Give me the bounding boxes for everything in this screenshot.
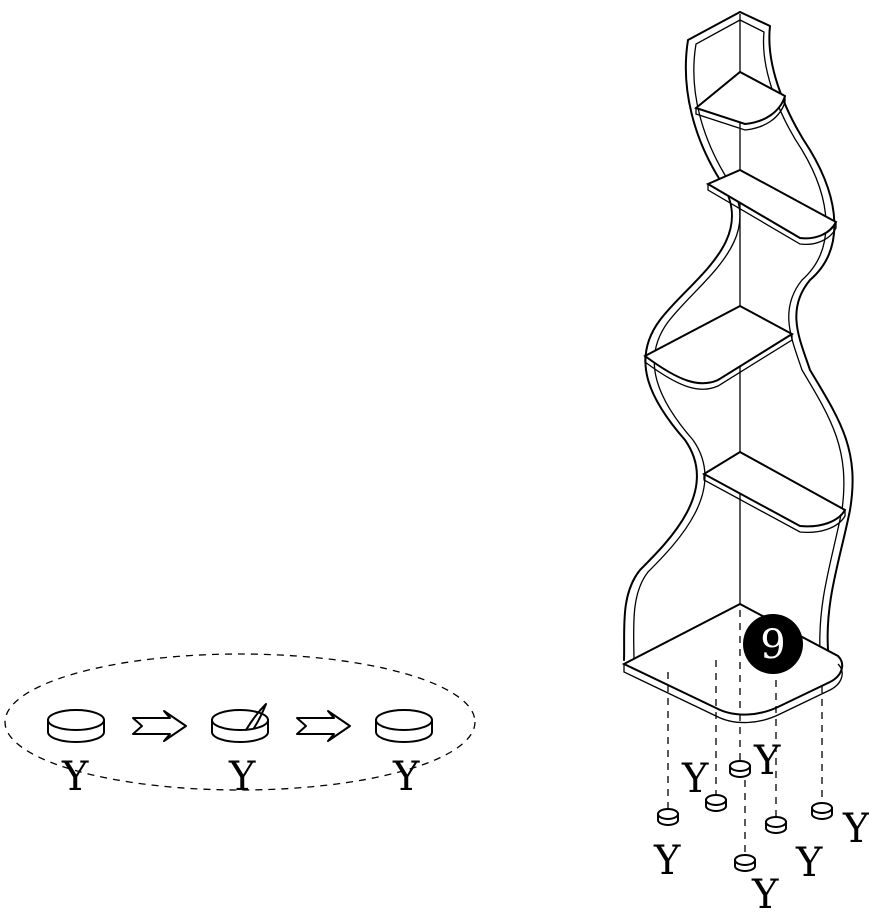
foot-pad-icon [47,709,105,743]
foot-pad-icon [734,854,756,872]
felt-feet [657,760,833,872]
shelf-base [621,602,844,716]
foot-pad-icon [657,808,679,826]
foot-pad-icon [729,760,751,778]
sequence-dashed-outline [4,653,476,791]
foot-pad-icon [375,709,433,743]
foot-pad-peel-icon [211,703,269,743]
foot-labels: Y Y Y Y Y Y [653,738,869,914]
part-label: Y [842,806,869,852]
foot-pad-sequence: Y Y Y [4,653,476,800]
part-label: Y [61,754,89,800]
part-label: Y [681,756,709,802]
part-label: Y [753,738,781,784]
foot-pad-icon [811,802,833,820]
arrow-right-icon [132,710,187,742]
part-label: Y [795,840,823,886]
shelf-right-panel [739,11,854,651]
foot-pad-icon [765,816,787,834]
shelf-board [693,70,787,126]
shelf-board [701,450,847,528]
arrow-right-icon [296,710,351,742]
shelf-board [643,304,794,385]
step-number: 9 [760,622,785,668]
step-number-badge: 9 [743,614,803,674]
part-label: Y [751,872,779,914]
foot-guide-lines [667,610,823,856]
part-label: Y [653,838,681,884]
wavy-corner-shelf [621,11,854,724]
part-label: Y [392,754,420,800]
part-label: Y [228,754,256,800]
foot-pad-icon [705,794,727,812]
